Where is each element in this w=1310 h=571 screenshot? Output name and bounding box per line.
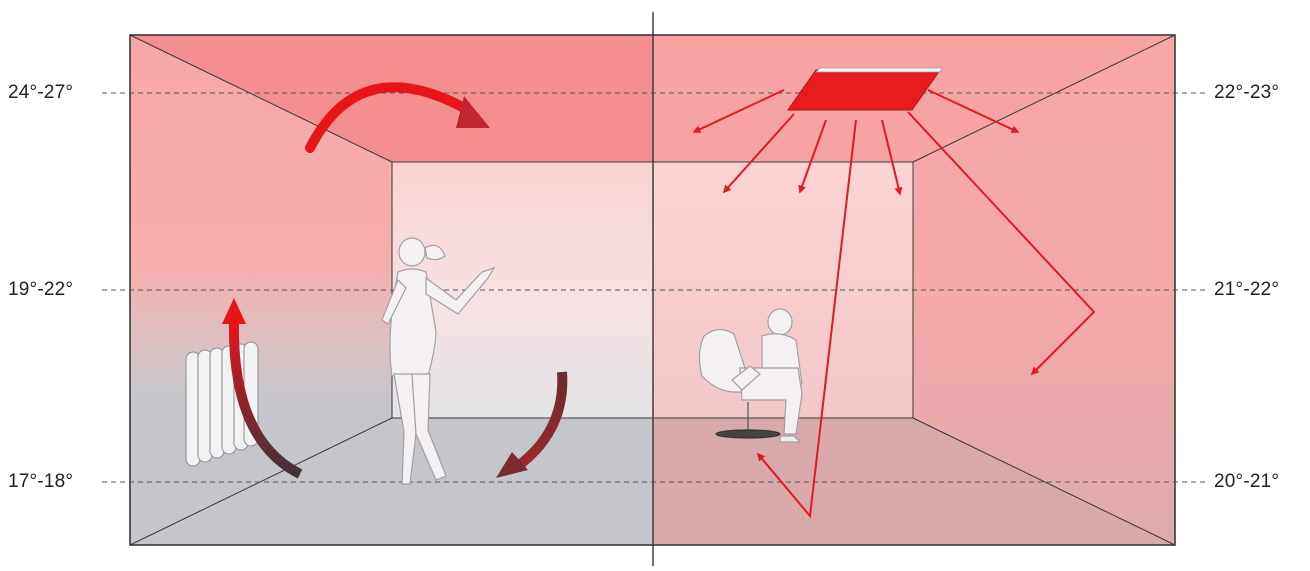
temp-label-left-middle: 19°-22°: [8, 280, 73, 299]
temp-label-right-middle: 21°-22°: [1214, 280, 1279, 299]
temp-label-right-ceiling: 22°-23°: [1214, 83, 1279, 102]
temp-label-left-floor: 17°-18°: [8, 472, 73, 491]
temp-label-right-floor: 20°-21°: [1214, 472, 1279, 491]
temp-label-left-ceiling: 24°-27°: [8, 83, 73, 102]
